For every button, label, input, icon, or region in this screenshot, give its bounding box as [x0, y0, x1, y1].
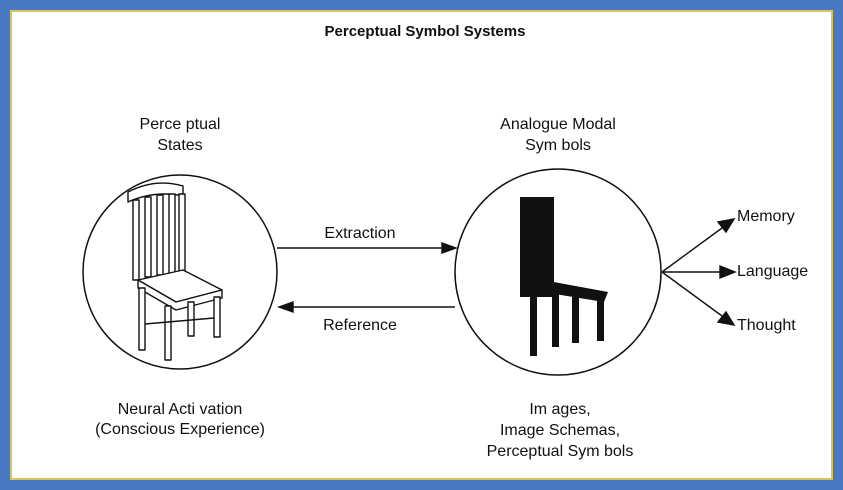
reference-arrow [279, 302, 455, 312]
left-heading-line-2: States [95, 136, 265, 156]
output-arrows [662, 219, 735, 325]
right-caption-line-1: Im ages, [460, 400, 660, 420]
left-heading-line-1: Perce ptual [95, 115, 265, 135]
output-memory: Memory [737, 207, 795, 227]
left-caption-line-2: (Conscious Experience) [50, 420, 310, 440]
output-thought: Thought [737, 316, 796, 336]
right-caption-line-2: Image Schemas, [460, 421, 660, 441]
reference-label: Reference [305, 316, 415, 336]
right-heading-line-2: Sym bols [468, 136, 648, 156]
right-heading-line-1: Analogue Modal [468, 115, 648, 135]
extraction-arrow [277, 243, 456, 253]
extraction-label: Extraction [305, 224, 415, 244]
diagram-title: Perceptual Symbol Systems [300, 22, 550, 42]
output-language: Language [737, 262, 808, 282]
right-caption-line-3: Perceptual Sym bols [440, 442, 680, 462]
left-caption-line-1: Neural Acti vation [50, 400, 310, 420]
